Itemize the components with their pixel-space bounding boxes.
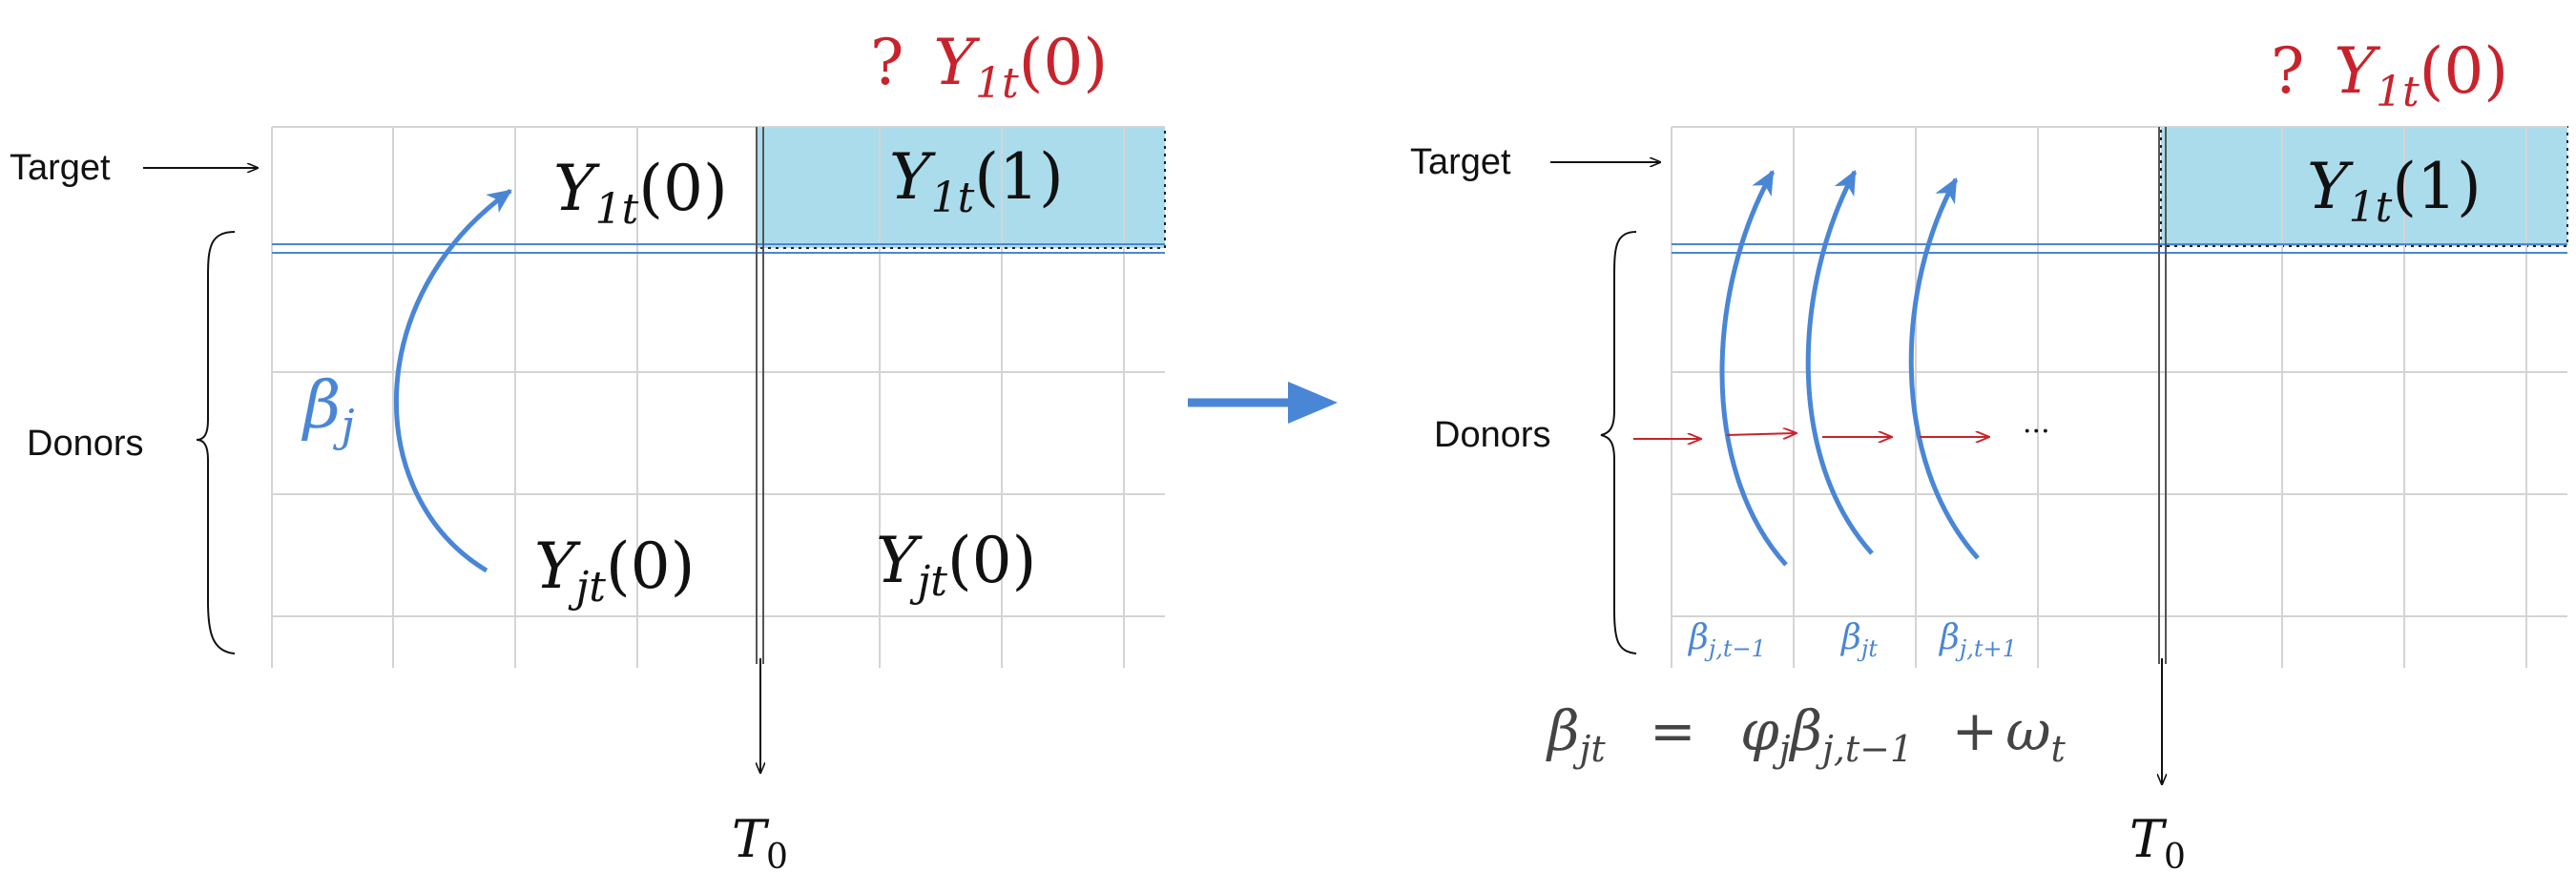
right-weight-arrow-1 [1719, 169, 1788, 567]
left-unknown-counterfactual: ? Y1t(0) [870, 26, 1108, 108]
left-weight-arrow [394, 188, 512, 573]
left-cell-donor-post: Yjt(0) [876, 524, 1036, 606]
right-target-label: Target [1410, 142, 1511, 182]
right-ellipsis: ··· [2023, 415, 2050, 448]
left-grid [271, 126, 1165, 668]
left-cell-donor-pre: Yjt(0) [534, 530, 695, 612]
right-beta-label-3: βj,t+1 [1938, 618, 2017, 662]
right-unknown-counterfactual: ? Y1t(0) [2271, 34, 2508, 116]
left-donors-label: Donors [27, 424, 144, 464]
transition-arrow [1188, 382, 1338, 424]
right-weight-arrow-3 [1908, 177, 1980, 560]
right-t0-line [2159, 127, 2167, 784]
left-t0-label: T0 [732, 809, 788, 877]
right-weight-arrow-2 [1805, 169, 1874, 555]
left-panel: Target Donors ? Y1t(0) Y1t(0) Y1t(1) Yjt… [10, 26, 1166, 877]
right-beta-label-2: βjt [1839, 618, 1878, 662]
right-beta-label-1: βj,t−1 [1687, 618, 1766, 662]
right-state-equation: βjt = φjβj,t−1 +ωt [1546, 698, 2067, 775]
left-target-separator [272, 243, 1165, 254]
right-cell-target-post: Y1t(1) [2307, 150, 2482, 232]
left-cell-target-post: Y1t(1) [889, 140, 1064, 222]
left-cell-target-pre: Y1t(0) [553, 152, 728, 234]
right-donors-brace [1600, 231, 1637, 654]
right-transition-arrows [1633, 433, 1988, 439]
left-donors-brace [196, 231, 236, 654]
left-target-label: Target [10, 148, 111, 188]
right-grid [1671, 126, 2567, 668]
left-t0-line [756, 127, 763, 773]
right-panel: Target Donors ? Y1t(0) Y1t(1) ··· βj,t−1… [1410, 34, 2568, 877]
left-treated-region [756, 126, 1166, 249]
right-donors-label: Donors [1434, 415, 1551, 455]
right-transition-arrow-2 [1726, 433, 1796, 435]
right-t0-label: T0 [2129, 809, 2186, 877]
right-treated-region [2160, 126, 2568, 247]
left-weight-label: βj [301, 368, 355, 451]
